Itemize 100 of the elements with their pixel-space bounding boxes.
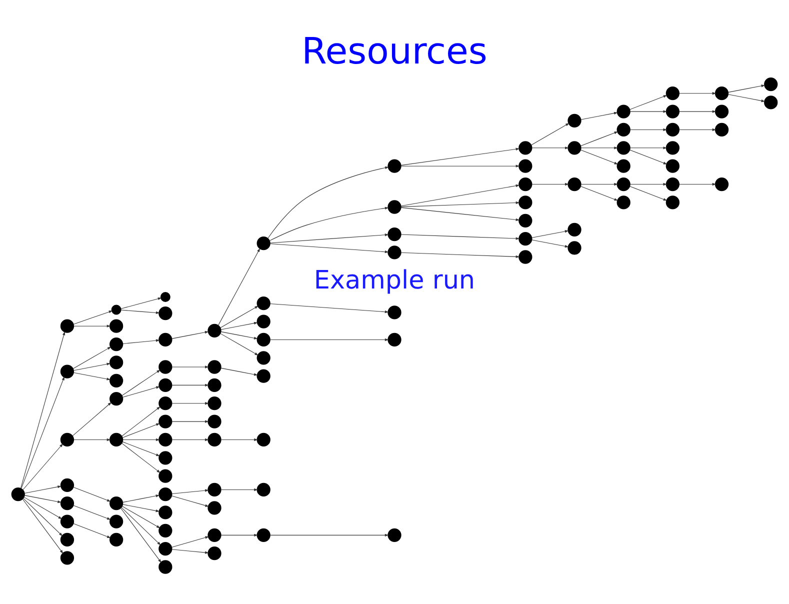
arrow [24,496,62,520]
node-circle [256,482,270,497]
node-circle [256,432,270,447]
node-circle [110,532,124,547]
node-circle [208,324,222,338]
arrow [74,324,111,328]
node-circle [568,177,582,192]
node-circle [568,222,582,237]
arrow [73,523,111,538]
node-circle [60,551,74,565]
node-circle [158,524,172,538]
arrow [73,505,111,520]
node-circle [518,159,532,173]
node-circle [616,141,630,155]
arrow [73,372,111,380]
arrow [630,95,668,110]
node-circle [256,314,270,328]
node-circle [518,141,532,155]
arrow [172,489,209,494]
node-circle [666,141,680,155]
node-circle [60,478,74,492]
arrow [122,506,160,528]
node-circle [256,236,270,250]
arrow [400,234,520,240]
arrow [172,438,209,442]
node-circle [160,292,170,302]
node-circle [158,332,172,347]
node-circle [388,306,402,320]
arrow [400,184,520,206]
node-circle [388,200,402,214]
arrow [172,384,209,387]
node-circle [714,177,729,192]
arrow [72,402,112,436]
node-circle [158,487,172,502]
arrow [172,366,209,368]
node-circle [158,451,172,465]
arrow [24,486,62,494]
node-circle [666,196,680,210]
arrow [270,234,389,244]
arrow [270,338,389,342]
arrow [122,438,160,442]
node-circle [11,487,25,502]
arrow [400,207,520,222]
node-circle [60,319,74,333]
diagram-title: Resources [302,29,488,72]
arrow [531,230,569,238]
node-circle [208,546,222,560]
arrow [400,201,520,208]
node-circle [568,241,582,255]
arrow [172,402,209,405]
node-circle [208,378,222,392]
arrow [630,182,668,186]
arrow [630,146,668,150]
arrow [580,132,618,146]
node-circle [208,482,222,497]
arrow [22,443,64,490]
node-circle [714,104,729,118]
arrow [580,186,618,201]
node-circle [518,177,532,192]
arrow [73,310,113,324]
node-circle [568,141,582,155]
arrow [728,94,766,102]
arrow [172,549,209,554]
arrow [122,443,160,473]
arrow [270,303,389,314]
arrow [268,166,389,239]
arrow [679,92,716,95]
node-circle [256,528,270,542]
arrow [400,148,520,166]
node-circle [158,432,172,447]
node-circle [60,496,74,510]
arrow [122,370,160,396]
node-circle [158,506,172,520]
arrow [220,333,259,356]
arrow [122,406,160,436]
arrow [630,128,668,132]
arrow [400,164,520,168]
arrow [73,362,111,371]
arrow [532,182,569,186]
node-circle [616,177,630,192]
node-circle [714,122,729,137]
arrow [23,498,63,536]
node-circle [388,528,402,542]
arrow [580,182,618,186]
arrow [728,84,766,93]
node-circle [518,214,532,228]
arrow [73,487,111,502]
arrow [122,423,160,438]
node-circle [208,396,222,410]
node-circle [208,432,222,447]
arrow [630,150,668,164]
arrow [122,386,160,398]
node-circle [158,360,172,374]
node-circle [764,77,778,92]
arrow [580,150,618,164]
arrow [679,182,716,186]
node-circle [568,114,582,128]
node-circle [110,392,124,406]
arrow [220,534,258,537]
node-circle [158,306,172,320]
